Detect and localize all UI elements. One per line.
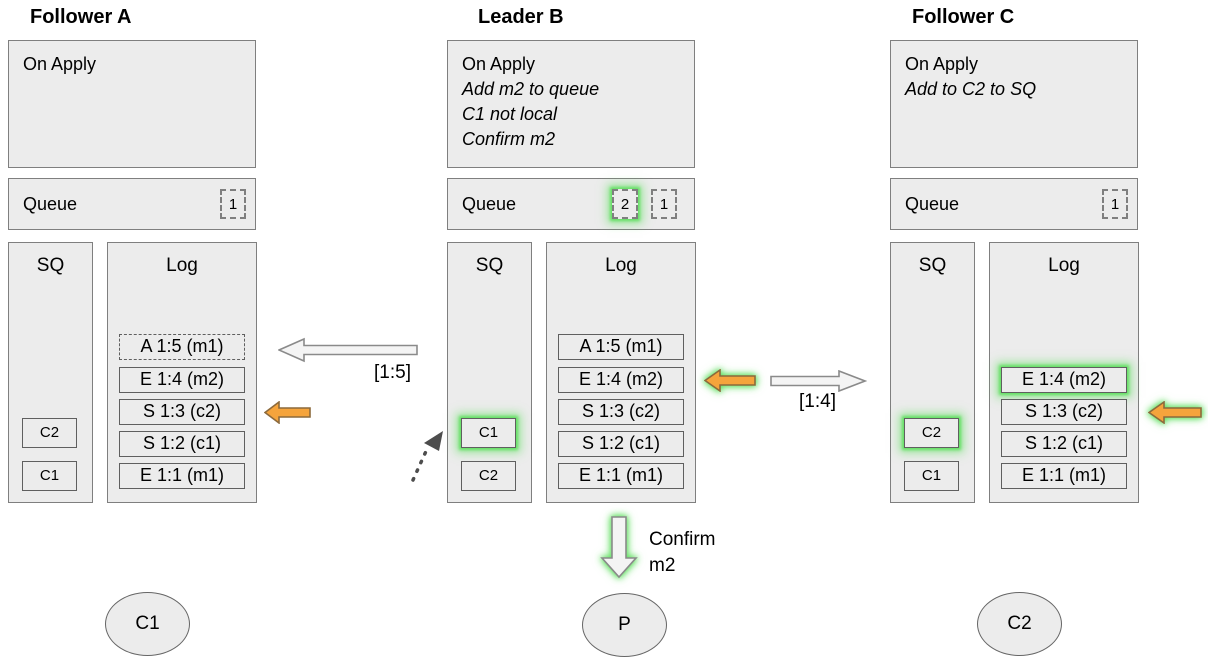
log-box-b: Log A 1:5 (m1) E 1:4 (m2) S 1:3 (c2) S 1…	[546, 242, 696, 503]
log-box-c: Log E 1:4 (m2) S 1:3 (c2) S 1:2 (c1) E 1…	[989, 242, 1139, 503]
queue-box-b: Queue 2 1	[447, 178, 695, 230]
log-box-a: Log A 1:5 (m1) E 1:4 (m2) S 1:3 (c2) S 1…	[107, 242, 257, 503]
on-apply-box-b: On Apply Add m2 to queue C1 not local Co…	[447, 40, 695, 168]
node-title-leader-b: Leader B	[478, 6, 564, 28]
queue-slots: 2 1	[612, 189, 677, 219]
confirm-m2-label: Confirm m2	[649, 529, 716, 576]
on-apply-box-c: On Apply Add to C2 to SQ	[890, 40, 1138, 168]
replicate-range-label-1-4: [1:4]	[799, 391, 836, 412]
log-entry: A 1:5 (m1)	[119, 334, 245, 360]
queue-slots: 1	[220, 189, 246, 219]
log-entry: A 1:5 (m1)	[558, 334, 684, 360]
sq-item-c2: C2	[461, 461, 516, 491]
queue-label: Queue	[905, 193, 960, 214]
sq-item-c1: C1	[22, 461, 77, 491]
log-entry: E 1:1 (m1)	[119, 463, 245, 489]
queue-box-a: Queue 1	[8, 178, 256, 230]
node-leader-b: Leader B On Apply Add m2 to queue C1 not…	[447, 0, 696, 510]
log-entry: S 1:3 (c2)	[119, 399, 245, 425]
sq-item-c1-highlighted: C1	[461, 418, 516, 448]
queue-label: Queue	[462, 193, 517, 214]
replicate-range-label-1-5: [1:5]	[374, 362, 411, 383]
sq-item-c2: C2	[22, 418, 77, 448]
log-entry: S 1:2 (c1)	[558, 431, 684, 457]
on-apply-label: On Apply	[23, 54, 97, 74]
client-c2-ellipse: C2	[977, 592, 1062, 656]
client-c1-ellipse: C1	[105, 592, 190, 656]
queue-slot-1: 1	[1102, 189, 1128, 219]
node-title-follower-a: Follower A	[30, 6, 132, 28]
client-p-label: P	[618, 614, 631, 635]
log-entry: E 1:1 (m1)	[1001, 463, 1127, 489]
on-apply-label: On Apply	[462, 54, 536, 74]
response-arrow-b-icon	[704, 369, 756, 392]
log-entry: S 1:2 (c1)	[1001, 431, 1127, 457]
on-apply-box-a: On Apply	[8, 40, 256, 168]
sq-box-a: SQ C2 C1	[8, 242, 93, 503]
sq-item-c1: C1	[904, 461, 959, 491]
log-label: Log	[166, 255, 198, 276]
log-entry: S 1:3 (c2)	[558, 399, 684, 425]
client-c2-label: C2	[1007, 613, 1032, 634]
sq-insert-dotted-arrow-icon	[411, 431, 443, 482]
queue-slot-1: 1	[651, 189, 677, 219]
response-arrow-a-icon	[264, 401, 311, 424]
replicate-arrow-b-to-a-icon	[278, 337, 418, 363]
log-entry: E 1:1 (m1)	[558, 463, 684, 489]
on-apply-note: Add to C2 to SQ	[905, 79, 1037, 99]
log-label: Log	[1048, 255, 1080, 276]
log-label: Log	[605, 255, 637, 276]
sq-label: SQ	[36, 255, 65, 276]
response-arrow-c-icon	[1148, 401, 1202, 424]
sq-item-c2-highlighted: C2	[904, 418, 959, 448]
sq-label: SQ	[475, 255, 504, 276]
confirm-arrow-down-icon	[600, 516, 638, 579]
node-title-follower-c: Follower C	[912, 6, 1015, 28]
node-follower-c: Follower C On Apply Add to C2 to SQ Queu…	[890, 0, 1139, 510]
sq-label: SQ	[918, 255, 947, 276]
log-entry: S 1:2 (c1)	[119, 431, 245, 457]
client-p-ellipse: P	[582, 593, 667, 657]
on-apply-note: Add m2 to queue	[462, 79, 600, 99]
node-follower-a: Follower A On Apply Queue 1 SQ C2 C1 Log…	[8, 0, 257, 510]
queue-box-c: Queue 1	[890, 178, 1138, 230]
on-apply-label: On Apply	[905, 54, 979, 74]
on-apply-note: C1 not local	[462, 104, 558, 124]
queue-slot-1: 1	[220, 189, 246, 219]
log-entry: E 1:4 (m2)	[119, 367, 245, 393]
sq-box-b: SQ C1 C2	[447, 242, 532, 503]
client-c1-label: C1	[135, 613, 160, 634]
replicate-arrow-b-to-c-icon	[770, 370, 867, 392]
log-entry: E 1:4 (m2)	[558, 367, 684, 393]
queue-slots: 1	[1102, 189, 1128, 219]
sq-box-c: SQ C2 C1	[890, 242, 975, 503]
queue-label: Queue	[23, 193, 78, 214]
log-entry: S 1:3 (c2)	[1001, 399, 1127, 425]
log-entry-highlighted: E 1:4 (m2)	[1001, 367, 1127, 393]
on-apply-note: Confirm m2	[462, 129, 556, 149]
queue-slot-2-highlighted: 2	[612, 189, 638, 219]
